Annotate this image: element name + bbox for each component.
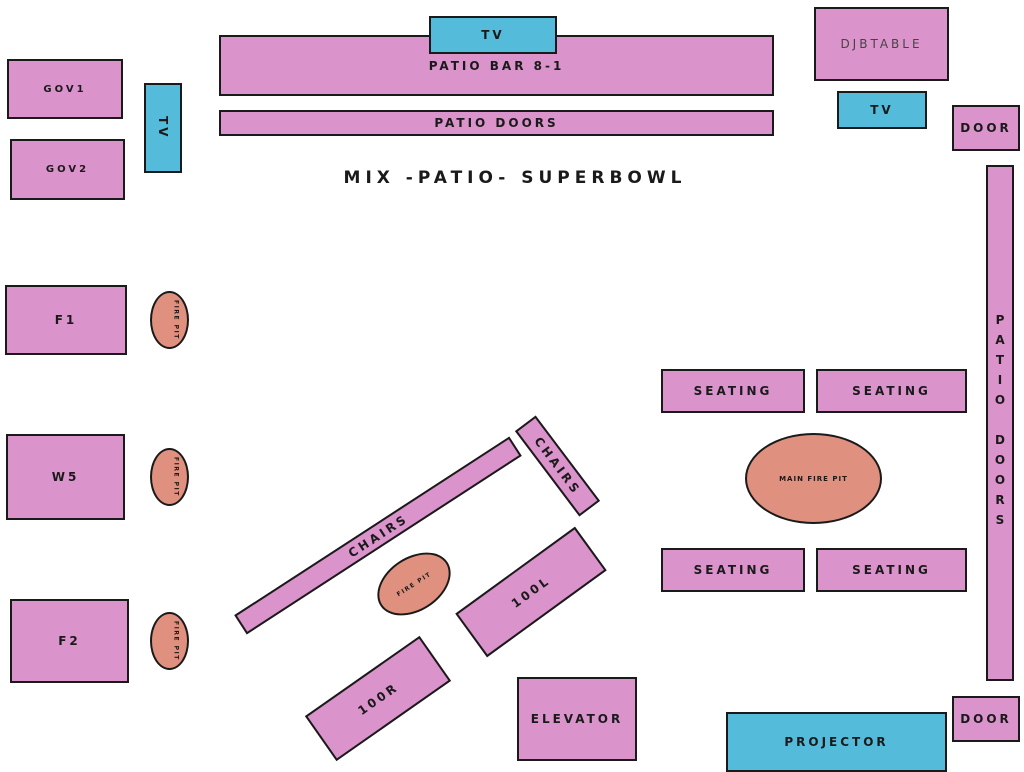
seating-label: SEATING (693, 384, 773, 398)
patio-doors-label: PATIO DOORS (993, 313, 1007, 533)
seating-3: SEATING (661, 548, 805, 592)
table-100l: 100L (455, 526, 607, 658)
f1: F1 (5, 285, 127, 355)
f1-label: F1 (54, 313, 78, 327)
tv-top: TV (429, 16, 557, 54)
seating-2: SEATING (816, 369, 967, 413)
door-label: DOOR (960, 712, 1012, 726)
door-bottom: DOOR (952, 696, 1020, 742)
door-top: DOOR (952, 105, 1020, 151)
w5-label: W5 (51, 470, 80, 484)
projector: PROJECTOR (726, 712, 947, 772)
seating-label: SEATING (852, 384, 931, 398)
door-label: DOOR (960, 121, 1012, 135)
elevator-label: ELEVATOR (530, 712, 624, 726)
gov2: GOV2 (10, 139, 125, 200)
f2: F2 (10, 599, 129, 683)
fire-pit-label: FIRE PIT (172, 621, 180, 661)
gov2-label: GOV2 (45, 164, 90, 175)
fire-pit-label: FIRE PIT (172, 300, 180, 340)
main-fire-pit: MAIN FIRE PIT (745, 433, 882, 524)
fire-pit-2: FIRE PIT (150, 448, 189, 506)
page-title: MIX -PATIO- SUPERBOWL (343, 168, 687, 188)
table-100r: 100R (304, 635, 452, 762)
elevator: ELEVATOR (517, 677, 637, 761)
chairs-label: CHAIRS (345, 510, 411, 561)
seating-label: SEATING (852, 563, 931, 577)
patio-doors-label: PATIO DOORS (434, 116, 559, 130)
patio-bar-label: PATIO BAR 8-1 (428, 58, 565, 73)
tv-label: TV (481, 28, 505, 42)
fire-pit-3: FIRE PIT (150, 612, 189, 670)
patio-doors-top: PATIO DOORS (219, 110, 774, 136)
f2-label: F2 (58, 634, 81, 648)
table-100r-label: 100R (355, 679, 401, 718)
tv-right: TV (837, 91, 927, 129)
tv-label: TV (870, 103, 894, 117)
table-100l-label: 100L (508, 573, 554, 611)
fire-pit-label: FIRE PIT (172, 457, 180, 497)
dj-table-label: DJBTABLE (840, 37, 923, 51)
fire-pit-center: FIRE PIT (365, 539, 463, 629)
patio-doors-right: PATIO DOORS (986, 165, 1014, 681)
gov1-label: GOV1 (43, 83, 87, 95)
gov1: GOV1 (7, 59, 123, 119)
fire-pit-label: FIRE PIT (395, 570, 433, 598)
seating-label: SEATING (693, 563, 773, 577)
seating-1: SEATING (661, 369, 805, 413)
chairs-label: CHAIRS (531, 434, 584, 498)
tv-label: TV (156, 116, 170, 140)
chairs-short: CHAIRS (514, 415, 601, 517)
w5: W5 (6, 434, 125, 520)
tv-left: TV (144, 83, 182, 173)
fire-pit-1: FIRE PIT (150, 291, 189, 349)
dj-table: DJBTABLE (814, 7, 949, 81)
seating-4: SEATING (816, 548, 967, 592)
projector-label: PROJECTOR (784, 735, 889, 749)
main-fire-pit-label: MAIN FIRE PIT (779, 474, 848, 483)
